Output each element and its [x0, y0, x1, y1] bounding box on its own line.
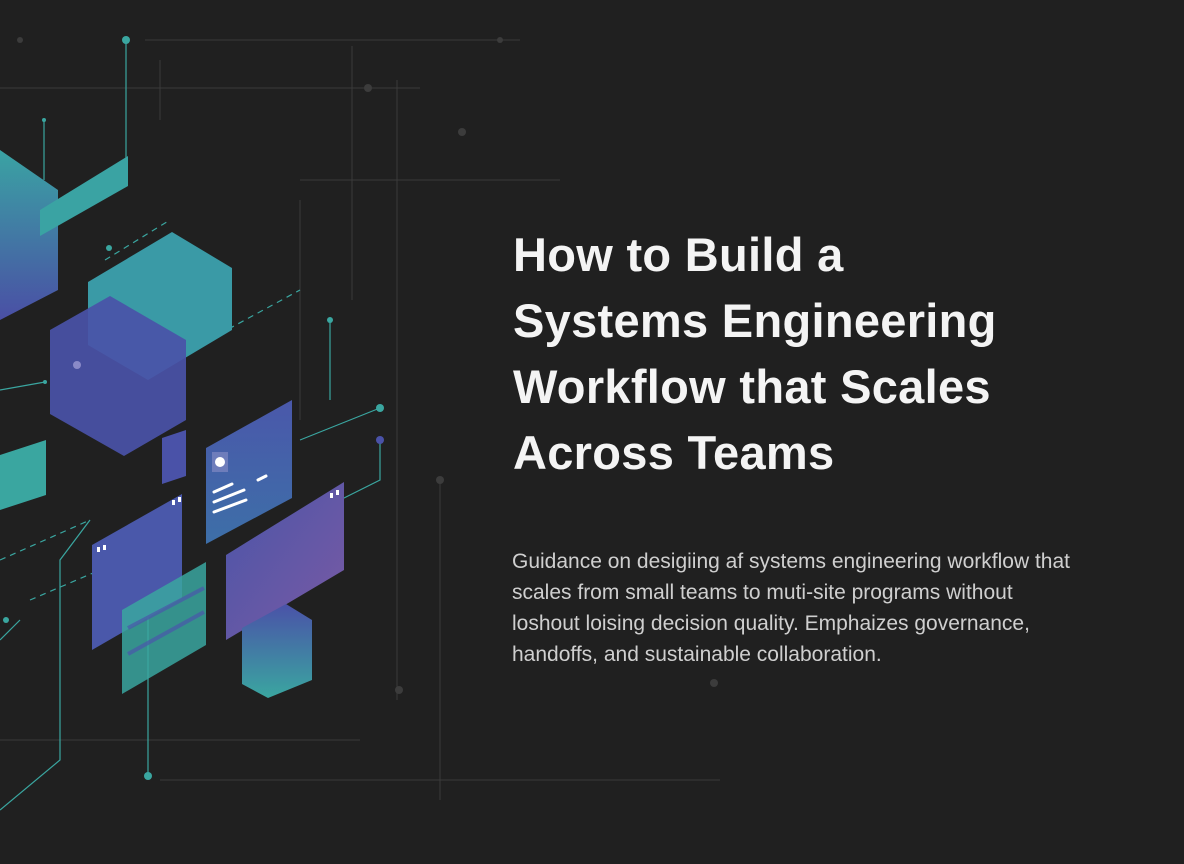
subtitle-line-4: handoffs, and sustainable collaboration. [512, 643, 882, 666]
subtitle-line-1: Guidance on desigiing af systems enginee… [512, 550, 1070, 573]
subtitle-line-3: loshout loising decision quality. Emphai… [512, 612, 1030, 635]
title-line-1: How to Build a [513, 228, 844, 281]
title-line-3: Workflow that Scales [513, 360, 991, 413]
page-subtitle: Guidance on desigiing af systems enginee… [512, 546, 1172, 670]
title-line-4: Across Teams [513, 426, 835, 479]
page-title: How to Build a Systems Engineering Workf… [513, 222, 1153, 486]
title-line-2: Systems Engineering [513, 294, 997, 347]
subtitle-line-2: scales from small teams to muti-site pro… [512, 581, 1013, 604]
